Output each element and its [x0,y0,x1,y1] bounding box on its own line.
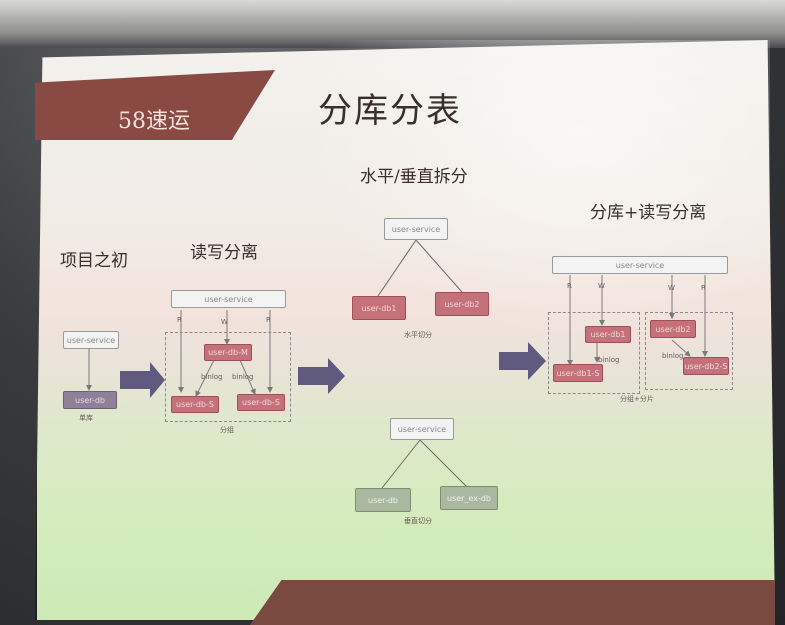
rw-group-box [165,332,291,422]
rw-slave2-node: user-db-S [237,394,285,411]
section-horizontal-vertical-label: 水平/垂直拆分 [360,167,468,187]
rw-w-label: W [221,318,228,326]
brand-banner [35,70,275,140]
sharding-w1-label: W [598,282,605,290]
sharding-db1s-node: user-db1-S [553,364,603,382]
rw-slave1-node: user-db-S [171,396,219,413]
rw-r2-label: R [266,316,271,324]
sharding-group1-box [548,312,640,394]
vertical-service-node: user-service [390,418,454,440]
sharding-service-node: user-service [552,256,728,274]
rw-caption: 分组 [220,426,234,434]
horizontal-db1-node: user-db1 [352,296,406,320]
sharding-db1-node: user-db1 [585,326,631,343]
vertical-caption: 垂直切分 [404,517,432,525]
sharding-binlog2-label: binlog [662,352,684,360]
sharding-db2s-node: user-db2-S [683,357,729,375]
vertical-db2-node: user_ex-db [440,486,498,510]
sharding-binlog1-label: binlog [598,356,620,364]
horizontal-db2-node: user-db2 [435,292,489,316]
stage-arrow-3 [499,342,546,380]
rw-binlog1-label: binlog [201,373,223,381]
initial-db-node: user-db [63,391,117,409]
initial-caption: 单库 [79,414,93,422]
stage-arrow-1 [120,362,165,398]
section-initial-label: 项目之初 [60,251,128,271]
slide-title: 分库分表 [318,91,462,131]
sharding-r1-label: R [567,282,572,290]
sharding-group2-box [645,312,733,390]
sharding-caption: 分组+分片 [620,395,654,403]
rw-service-node: user-service [171,290,286,308]
sharding-db2-node: user-db2 [650,320,696,338]
horizontal-caption: 水平切分 [404,331,432,339]
horizontal-service-node: user-service [384,218,448,240]
rw-r1-label: R [177,316,182,324]
section-sharding-label: 分库+读写分离 [590,203,707,223]
section-read-write-label: 读写分离 [190,243,258,263]
sharding-r2-label: R [701,284,706,292]
stage-arrow-2 [298,358,345,394]
sharding-w2-label: W [668,284,675,292]
vertical-db1-node: user-db [355,488,411,512]
rw-master-node: user-db-M [204,344,252,361]
brand-label: 58速运 [118,109,190,134]
footer-bar [250,580,775,625]
initial-service-node: user-service [63,331,119,349]
rw-binlog2-label: binlog [232,373,254,381]
